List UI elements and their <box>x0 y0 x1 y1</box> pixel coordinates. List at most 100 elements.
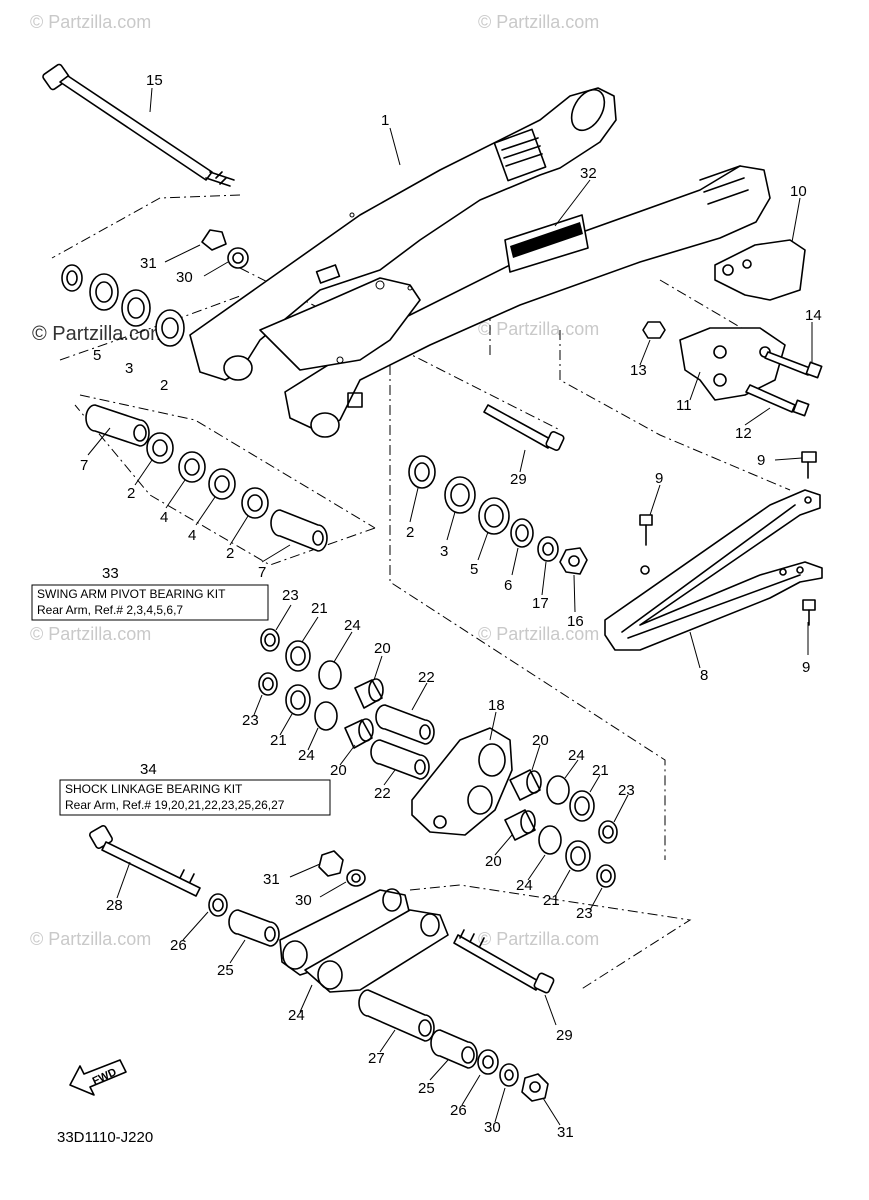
callout-24: 24 <box>288 1007 305 1024</box>
lower-spacer-stack <box>358 989 549 1102</box>
nut-washer-lower <box>318 850 366 887</box>
callout-13: 13 <box>630 362 647 379</box>
bolts-12-13-14 <box>642 321 823 417</box>
watermark-top-left: © Partzilla.com <box>30 12 151 32</box>
watermarks: © Partzilla.com © Partzilla.com © Partzi… <box>30 12 599 949</box>
linkage-seals-right <box>504 769 618 888</box>
kit-33-title: SWING ARM PIVOT BEARING KIT <box>37 587 226 601</box>
callout-labels: 15 1 32 10 31 30 5 3 2 14 13 11 12 9 9 9… <box>80 72 822 1141</box>
swingarm-body-part-1 <box>189 87 771 438</box>
callout-26-bottom: 26 <box>450 1102 467 1119</box>
callout-20-br: 21 <box>543 892 560 909</box>
kit-34-title: SHOCK LINKAGE BEARING KIT <box>65 782 243 796</box>
kit-33-detail: Rear Arm, Ref.# 2,3,4,5,6,7 <box>37 603 183 617</box>
callout-9-bottom: 9 <box>802 659 810 676</box>
callout-21-bottom: 22 <box>374 785 391 802</box>
collars-part-21 <box>370 704 435 780</box>
kit-34-detail: Rear Arm, Ref.# 19,20,21,22,23,25,26,27 <box>65 798 285 812</box>
callout-5-right: 5 <box>470 561 478 578</box>
callout-14: 14 <box>805 307 822 324</box>
callout-25-left: 25 <box>217 962 234 979</box>
callout-28: 28 <box>106 897 123 914</box>
chain-guide-part-11 <box>679 327 786 401</box>
watermark-mid-right: © Partzilla.com <box>478 319 599 339</box>
callout-30-bottom: 30 <box>484 1119 501 1136</box>
callout-17: 17 <box>532 595 549 612</box>
callout-9-mid: 9 <box>655 470 663 487</box>
callout-23-br: 24 <box>516 877 533 894</box>
callout-2-col-b: 2 <box>226 545 234 562</box>
callout-20-tr: 21 <box>592 762 609 779</box>
callout-2-col-a: 2 <box>127 485 135 502</box>
callout-29-top: 29 <box>510 471 527 488</box>
callout-8: 8 <box>700 667 708 684</box>
callout-19-bl: 20 <box>330 762 347 779</box>
diagram-code: 33D1110-J220 <box>57 1129 153 1146</box>
pivot-shaft-part-15 <box>42 63 235 187</box>
watermark-prominent: © Partzilla.com <box>32 323 167 345</box>
callout-19-br: 20 <box>485 853 502 870</box>
watermark-right-mid: © Partzilla.com <box>478 624 599 644</box>
callout-29-bottom: 29 <box>556 1027 573 1044</box>
callout-31-bottom: 31 <box>557 1124 574 1141</box>
callout-21-top: 22 <box>418 669 435 686</box>
bolt-part-28 <box>89 825 201 897</box>
callout-11: 11 <box>676 397 692 414</box>
kit-33-box: 33 SWING ARM PIVOT BEARING KIT Rear Arm,… <box>31 565 269 621</box>
callout-7-top: 7 <box>80 457 88 474</box>
callout-22-tl: 23 <box>282 587 299 604</box>
callout-22-br: 23 <box>576 905 593 922</box>
label-part-32 <box>504 214 589 273</box>
chain-puller-part-10 <box>714 239 806 301</box>
callout-6: 6 <box>504 577 512 594</box>
callout-26-left: 26 <box>170 937 187 954</box>
callout-7-bottom: 7 <box>258 564 266 581</box>
callout-23-tl: 24 <box>344 617 361 634</box>
watermark-left-low: © Partzilla.com <box>30 929 151 949</box>
callout-20-bl: 21 <box>270 732 287 749</box>
kit-34-number: 34 <box>140 761 157 778</box>
callout-1: 1 <box>381 112 389 129</box>
callout-30-top: 30 <box>176 269 193 286</box>
callout-15: 15 <box>146 72 163 89</box>
callout-9-top: 9 <box>757 452 765 469</box>
pivot-bearings-right <box>408 455 588 575</box>
callout-31-lower: 31 <box>263 871 280 888</box>
callout-4-b: 4 <box>188 527 196 544</box>
callout-3-right: 3 <box>440 543 448 560</box>
chain-slider-part-8 <box>604 489 823 651</box>
callout-19-tl: 20 <box>374 640 391 657</box>
fwd-arrow-icon: FWD <box>69 1059 127 1096</box>
callout-31-top: 31 <box>140 255 157 272</box>
callout-4-a: 4 <box>160 509 168 526</box>
callout-23-tr: 24 <box>568 747 585 764</box>
kit-34-box: 34 SHOCK LINKAGE BEARING KIT Rear Arm, R… <box>59 761 331 816</box>
callout-16: 16 <box>567 613 584 630</box>
seal-collar-lower-left <box>208 893 280 947</box>
callout-19-tr: 20 <box>532 732 549 749</box>
callout-22-tr: 23 <box>618 782 635 799</box>
bolt-part-29-upper <box>483 404 565 452</box>
callout-2-left: 2 <box>160 377 168 394</box>
bolt-part-29-lower <box>453 929 555 994</box>
callout-30-lower: 30 <box>295 892 312 909</box>
watermark-left-mid: © Partzilla.com <box>30 624 151 644</box>
kit-33-number: 33 <box>102 565 119 582</box>
callout-3-left: 3 <box>125 360 133 377</box>
callout-5-left: 5 <box>93 347 101 364</box>
linkage-seals-left <box>258 628 384 749</box>
callout-32: 32 <box>580 165 597 182</box>
relay-arm-part-18 <box>411 727 513 836</box>
pivot-bearings-left <box>61 229 249 347</box>
callout-12: 12 <box>735 425 752 442</box>
callout-18: 18 <box>488 697 505 714</box>
pivot-bearings-column <box>85 404 328 552</box>
callout-20-tl: 21 <box>311 600 328 617</box>
callout-22-bl: 23 <box>242 712 259 729</box>
watermark-top-right: © Partzilla.com <box>478 12 599 32</box>
connecting-rod-part-24 <box>279 888 449 993</box>
callout-10: 10 <box>790 183 807 200</box>
callout-25-bottom: 25 <box>418 1080 435 1097</box>
callout-2-right: 2 <box>406 524 414 541</box>
